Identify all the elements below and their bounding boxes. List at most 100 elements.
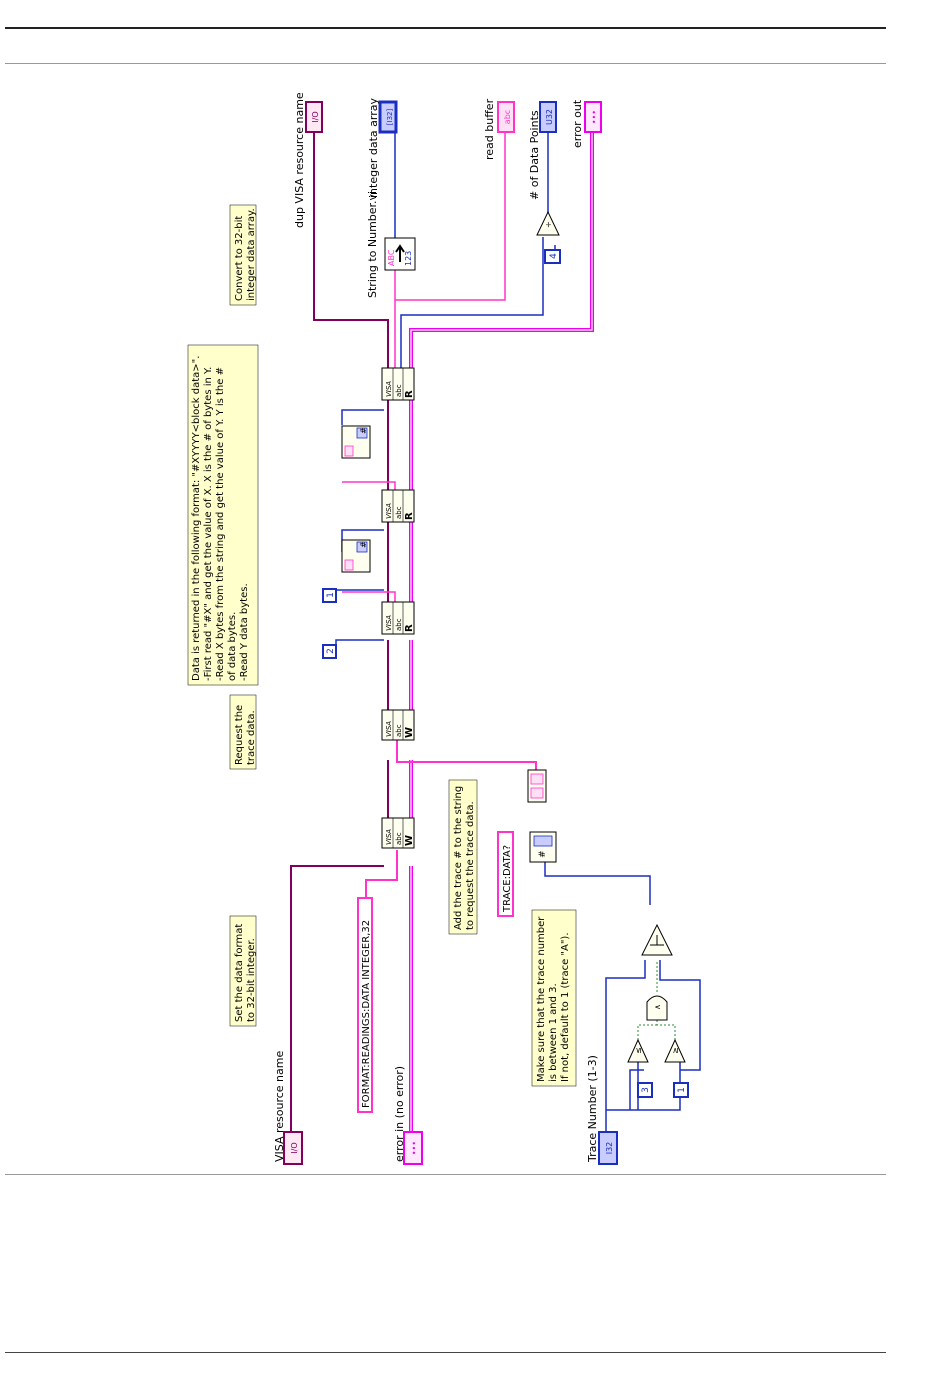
svg-text:≤: ≤	[634, 1047, 643, 1054]
trace-string-wire	[396, 740, 537, 778]
visa-read2-r: R	[404, 512, 415, 520]
integer-data-array-label: integer data array	[367, 98, 380, 198]
error-out-terminal[interactable]: •••	[584, 101, 602, 133]
visa-read-node-3[interactable]: VISA abc R	[381, 367, 415, 401]
trace-number-terminal[interactable]: I32	[598, 1131, 618, 1165]
visa-write-node-format[interactable]: VISA abc W	[381, 817, 415, 849]
visa-read2-abc: abc	[395, 506, 403, 519]
greater-or-equal-node[interactable]: ≥	[664, 1038, 686, 1063]
error-out-label: error out	[571, 99, 584, 148]
num-data-points-label: # of Data Points	[528, 110, 541, 200]
visa-read3-abc: abc	[395, 384, 403, 397]
read-buffer-label: read buffer	[483, 98, 496, 160]
concatenate-strings-node[interactable]	[527, 769, 547, 803]
dup-visa-type: I/O	[311, 111, 320, 122]
visa-read3-r: R	[404, 390, 415, 398]
comment-add-trace-line-2: to request the trace data.	[465, 801, 476, 930]
divisor-4-text: 4	[549, 253, 559, 259]
scan-from-string-node-2[interactable]: #	[341, 425, 371, 459]
scan2-hash: #	[359, 427, 368, 434]
error-out-type: •••	[590, 110, 599, 124]
comment-trace-check-line-2: is between 1 and 3.	[548, 983, 559, 1082]
limit-1-constant[interactable]: 1	[673, 1082, 689, 1098]
trace-string-text: TRACE:DATA?	[502, 845, 513, 913]
num-data-points-terminal[interactable]: U32	[539, 101, 557, 133]
comment-add-trace: Add the trace # to the string to request…	[448, 779, 478, 935]
trace-string-constant[interactable]: TRACE:DATA?	[497, 831, 514, 917]
visa-write-w: W	[404, 835, 415, 846]
visa-read1-r: R	[404, 624, 415, 632]
comment-convert-line-1: Convert to 32-bit	[234, 216, 245, 301]
read-buffer-terminal[interactable]: abc	[497, 101, 515, 133]
visa-write2-tag: VISA	[385, 721, 393, 737]
integer-array-type: [I32]	[386, 109, 394, 126]
boolean-wire	[637, 960, 676, 1040]
svg-text:≥: ≥	[671, 1047, 680, 1054]
subvi-123: 123	[404, 251, 413, 266]
visa-resource-name-label: VISA resource name	[273, 1051, 286, 1162]
read-buffer-type: abc	[503, 110, 512, 124]
comment-convert: Convert to 32-bit integer data array.	[229, 204, 257, 306]
trace-number-wire	[544, 832, 701, 1140]
comment-set-format-line-1: Set the data format	[234, 924, 245, 1022]
comment-set-format-line-2: to 32-bit integer.	[246, 938, 257, 1022]
divisor-4-constant[interactable]: 4	[544, 249, 561, 264]
visa-reference-wire	[290, 118, 389, 1132]
format-string-wire	[365, 850, 398, 905]
visa-write2-w: W	[404, 727, 415, 738]
visa-read-node-2[interactable]: VISA abc R	[381, 489, 415, 523]
read-count-2-text: 2	[326, 648, 336, 654]
and-node[interactable]: ∧	[646, 995, 668, 1021]
format-string-constant[interactable]: FORMAT:READINGS:DATA INTEGER,32	[357, 897, 373, 1113]
comment-add-trace-line-1: Add the trace # to the string	[453, 786, 464, 930]
visa-write-abc: abc	[395, 832, 403, 845]
scan1-hash: #	[359, 541, 368, 548]
limit-1-text: 1	[677, 1087, 687, 1093]
visa-read1-abc: abc	[395, 618, 403, 631]
error-in-label: error in (no error)	[393, 1066, 406, 1162]
read-count-1-constant[interactable]: 1	[322, 588, 337, 603]
limit-3-constant[interactable]: 3	[637, 1082, 653, 1098]
comment-data-format-line-5: -Read Y data bytes.	[239, 583, 250, 681]
format-string-text: FORMAT:READINGS:DATA INTEGER,32	[361, 920, 372, 1108]
integer-data-array-terminal[interactable]: [I32]	[378, 100, 398, 134]
visa-read2-tag: VISA	[385, 503, 393, 519]
select-node[interactable]	[641, 923, 673, 956]
visa-read1-tag: VISA	[385, 615, 393, 631]
visa-read3-tag: VISA	[385, 381, 393, 397]
comment-trace-check-line-3: If not, default to 1 (trace "A").	[560, 932, 571, 1082]
string-to-number-subvi[interactable]: ABC 123	[384, 237, 416, 271]
comment-data-format-line-3: -Read X bytes from the string and get th…	[215, 367, 226, 681]
less-or-equal-node[interactable]: ≤	[627, 1038, 649, 1063]
comment-request-trace: Request the trace data.	[229, 694, 257, 770]
num-data-points-type: U32	[545, 109, 554, 125]
subvi-arrow-icon	[395, 244, 405, 262]
read-count-2-constant[interactable]: 2	[322, 644, 337, 659]
visa-write-node-trace[interactable]: VISA abc W	[381, 709, 415, 741]
trace-number-label: Trace Number (1-3)	[586, 1055, 599, 1163]
subvi-abc: ABC	[387, 249, 396, 266]
comment-trace-check-line-1: Make sure that the trace number	[536, 916, 547, 1082]
visa-read-node-1[interactable]: VISA abc R	[381, 601, 415, 635]
visa-write-tag: VISA	[385, 829, 393, 845]
scan-from-string-node-1[interactable]: #	[341, 539, 371, 573]
comment-set-format: Set the data format to 32-bit integer.	[229, 915, 257, 1027]
string-to-number-label: String to Number.vi	[366, 191, 379, 298]
limit-3-text: 3	[641, 1087, 651, 1093]
comment-trace-check: Make sure that the trace number is betwe…	[531, 909, 577, 1087]
error-in-type: •••	[410, 1141, 419, 1155]
format-into-string-node[interactable]: #	[529, 831, 557, 863]
read-buffer-wire	[342, 118, 506, 612]
visa-resource-name-terminal[interactable]: I/O	[283, 1131, 303, 1165]
comment-data-format: Data is returned in the following format…	[187, 344, 259, 686]
visa-resource-type: I/O	[290, 1142, 299, 1153]
divide-node[interactable]: ÷	[536, 210, 560, 236]
comment-data-format-line-1: Data is returned in the following format…	[191, 356, 202, 681]
trace-number-type: I32	[605, 1142, 614, 1155]
comment-request-trace-line-1: Request the	[234, 705, 245, 765]
format-node-hash: #	[538, 850, 548, 858]
dup-visa-resource-name-terminal[interactable]: I/O	[305, 101, 323, 133]
error-in-terminal[interactable]: •••	[403, 1131, 423, 1165]
comment-data-format-line-4: of data bytes.	[227, 612, 238, 681]
